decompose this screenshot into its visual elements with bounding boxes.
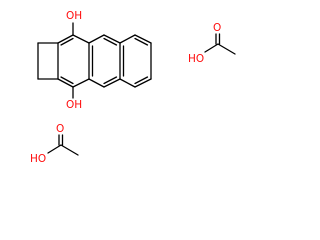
acetic-acid-bottom: O HO (30, 123, 79, 165)
acetic-acid-bottom-o-label: O (56, 123, 64, 135)
chemical-structure: OH OH O HO O HO (30, 10, 236, 165)
hydroxy-ring (57, 34, 90, 88)
cyclobutane-ring (37, 42, 59, 80)
hydroxyl-bottom: OH (66, 86, 82, 111)
acetic-acid-top-o-label: O (213, 22, 221, 34)
hydroxyl-top: OH (66, 10, 82, 36)
terminal-ring (119, 34, 152, 88)
hydroxyl-bottom-label: OH (66, 99, 82, 111)
acetic-acid-top: O HO (188, 22, 236, 65)
acetic-acid-bottom-oh-label: HO (30, 153, 46, 165)
central-ring (88, 34, 121, 88)
acetic-acid-top-oh-label: HO (188, 53, 204, 65)
structure-canvas: OH OH O HO O HO (30, 10, 236, 165)
hydroxyl-top-label: OH (66, 10, 82, 22)
